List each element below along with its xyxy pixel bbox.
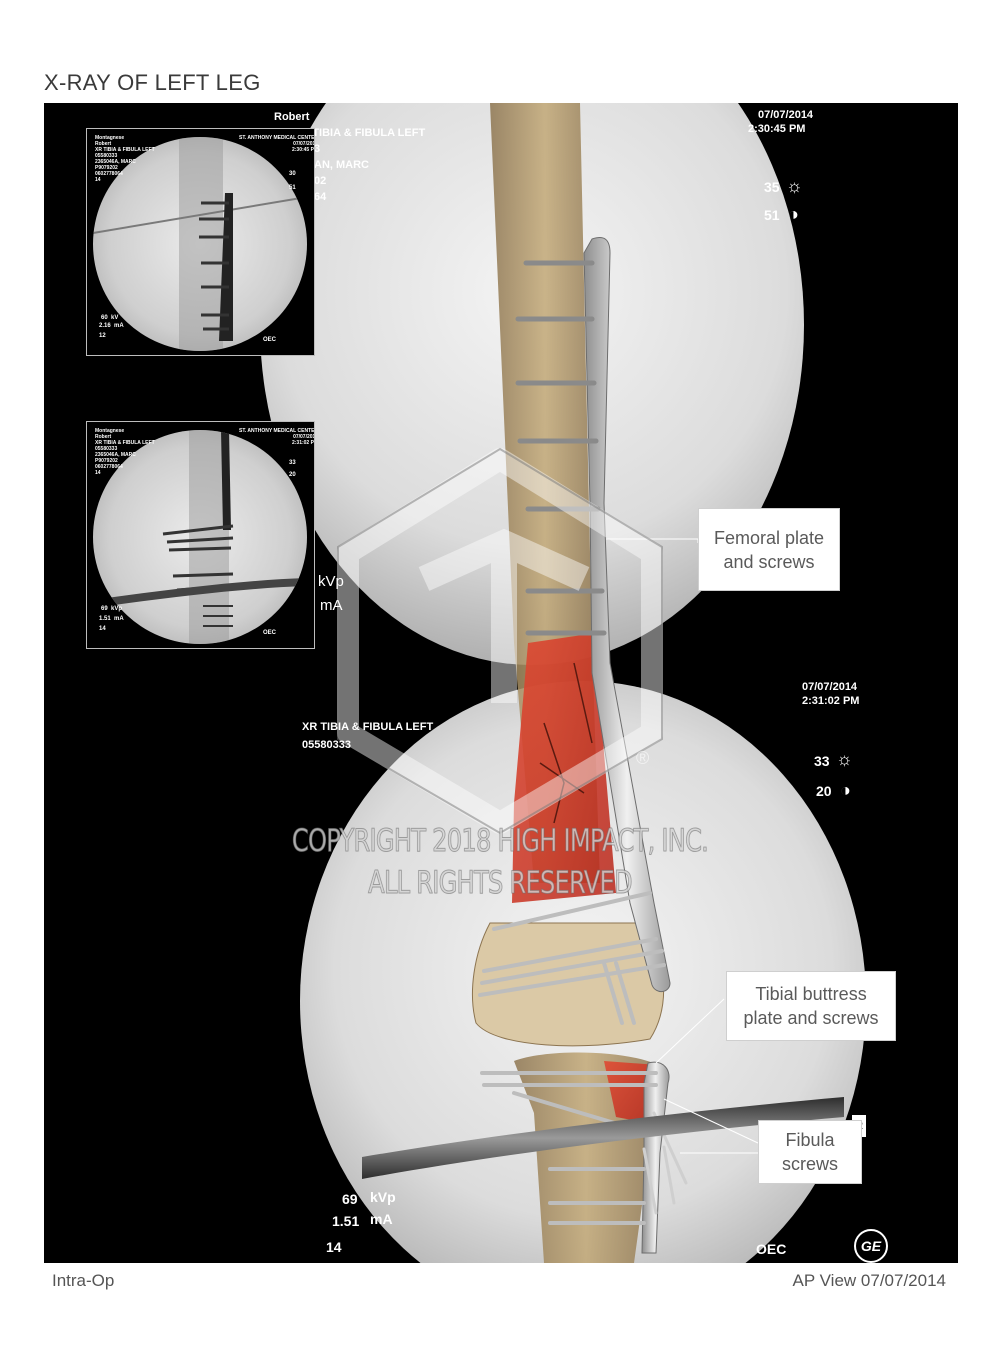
femoral-screws [515,260,607,636]
footer-view-date: AP View 07/07/2014 [792,1271,946,1290]
thumb2-ma-large: mA [320,597,343,614]
top-scan-patient: Robert [274,111,310,123]
fracture-zone [512,633,616,903]
external-rod [362,1097,844,1179]
top-scan-contrast: 51 [764,207,780,223]
condyle-screws [478,891,666,1025]
watermark-line-1: COPYRIGHT 2018 HIGH IMPACT, INC. [291,823,710,860]
thumb2-header-right: ST. ANTHONY MEDICAL CENTER 07/07/2014 2:… [239,428,315,446]
bottom-scan-brightness: 33 [814,753,830,769]
top-scan-time: 2:30:45 PM [748,123,806,135]
thumb2-ma: 1.51 mA [99,616,124,622]
sun-icon: ☼ [836,749,853,769]
bottom-scan-study: XR TIBIA & FIBULA LEFT [302,721,434,733]
thumb1-brand: OEC [263,337,277,343]
callout-line: Tibial buttress [755,984,867,1004]
femoral-plate [583,237,671,992]
thumb2-contrast: 20 [289,472,296,478]
top-scan-line3: 3 [314,143,321,155]
bottom-scan-kvp-unit: kVp [370,1189,396,1205]
sun-icon: ☼ [786,176,803,196]
thumb1-ma: 2.16 mA [99,323,124,329]
callout-line: screws [781,1154,838,1174]
bottom-scan-ma-unit: mA [370,1211,393,1227]
bottom-scan-kvp-value: 69 [342,1191,358,1207]
thumb1-brightness: 30 [289,171,296,177]
xray-panel: Robert XR TIBIA & FIBULA LEFT 3 AN, MARC… [44,103,958,1263]
thumb2-brightness: 33 [289,460,296,466]
bottom-scan-frame: 14 [326,1239,342,1255]
copyright-watermark: COPYRIGHT 2018 HIGH IMPACT, INC. ALL RIG… [110,820,890,904]
bottom-scan-ma-value: 1.51 [332,1213,360,1229]
thumbnail-circle [93,137,307,351]
top-scan-physician: AN, MARC [314,159,369,171]
thumb2-frame: 14 [99,626,106,632]
thumb2-brand: OEC [263,630,277,636]
leader-lines [606,538,759,1154]
bottom-scan-brand: OEC [756,1241,787,1257]
thumb2-header-left: Montagnese Robert XR TIBIA & FIBULA LEFT… [95,428,155,476]
callout-tibial-plate: Tibial buttress plate and screws [726,971,896,1041]
thumbnail-illustration [93,137,307,351]
bottom-scan-accession: 05580333 [302,739,351,751]
callout-femoral-plate: Femoral plate and screws [698,508,840,591]
footer-stage: Intra-Op [52,1271,115,1290]
registered-mark: ® [636,748,650,768]
leg-illustration [337,103,844,1263]
thumbnail-scan-2: Montagnese Robert XR TIBIA & FIBULA LEFT… [86,421,315,649]
callout-line: Fibula [785,1130,835,1150]
thumb1-kvp: 60 kV [101,315,119,321]
watermark-hexagon [337,448,663,834]
thumbnail-illustration [93,430,307,644]
callout-line: Femoral plate [713,528,825,548]
top-scan-line6: 64 [314,191,327,203]
contrast-icon: ◑ [840,780,851,800]
top-scan-brightness: 35 [764,179,780,195]
ge-logo-icon: GE [854,1229,888,1263]
top-scan-date: 07/07/2014 [758,109,814,121]
bottom-scan-time: 2:31:02 PM [802,695,860,707]
thumb2-kvp-large: kVp [318,573,344,590]
thumbnail-scan-1: Montagnese Robert XR TIBIA & FIBULA LEFT… [86,128,315,356]
bottom-scan-date: 07/07/2014 [802,681,858,693]
page-title: X-RAY OF LEFT LEG [44,70,261,95]
watermark-line-2: ALL RIGHTS RESERVED [368,865,633,902]
thumb2-kvp: 69 kVp [101,606,123,612]
thumb1-contrast: 51 [289,185,296,191]
thumb1-header-right: ST. ANTHONY MEDICAL CENTER 07/07/2014 2:… [239,135,315,153]
top-scan-study: XR TIBIA & FIBULA LEFT [294,127,426,139]
callout-fibula-screws: Fibula screws [758,1120,862,1184]
bottom-scan-contrast: 20 [816,783,832,799]
contrast-icon: ◑ [788,204,799,224]
callout-line: plate and screws [743,1008,879,1028]
top-scan-line5: 02 [314,175,327,187]
thumb1-header-left: Montagnese Robert XR TIBIA & FIBULA LEFT… [95,135,155,183]
callout-line: and screws [723,552,815,572]
thumb1-frame: 12 [99,333,106,339]
thumbnail-circle [93,430,307,644]
